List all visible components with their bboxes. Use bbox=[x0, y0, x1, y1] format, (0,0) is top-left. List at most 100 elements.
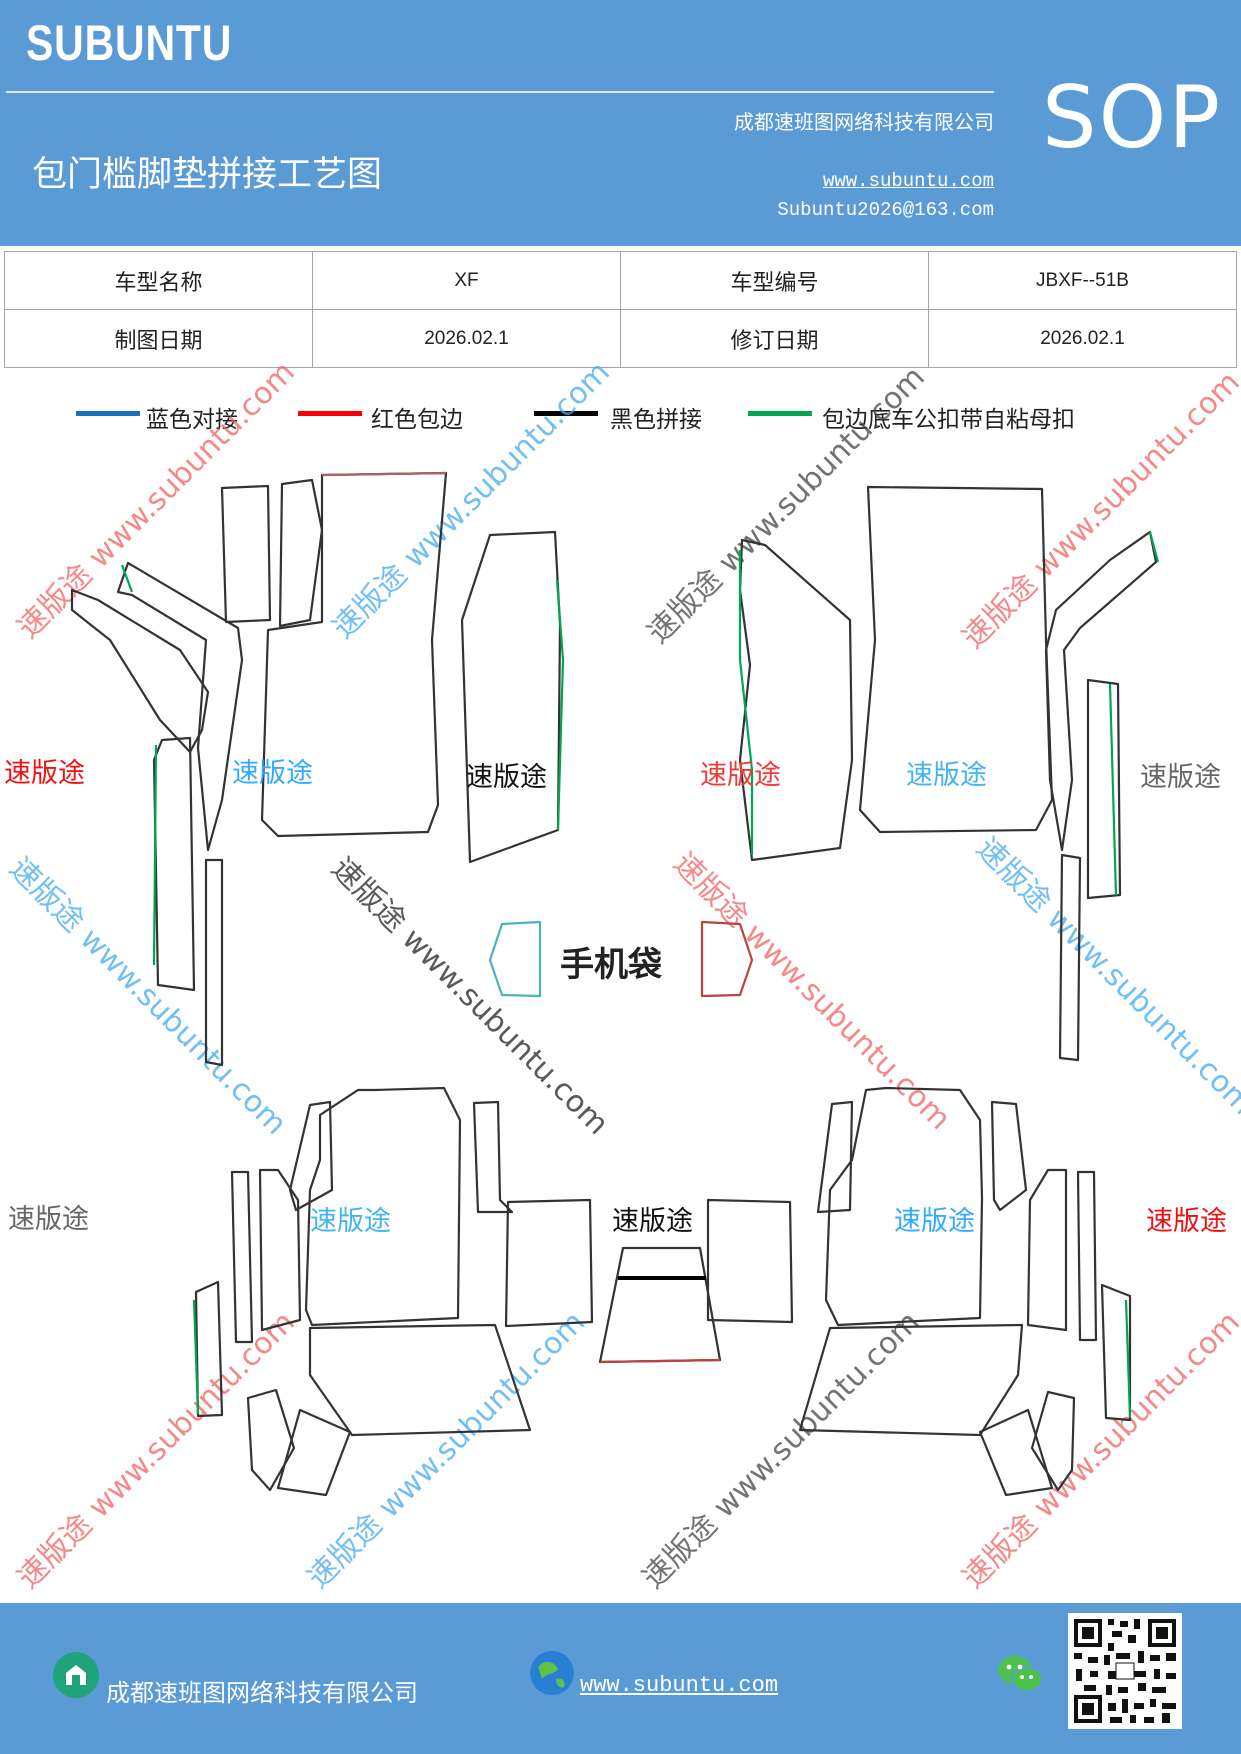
mat-piece bbox=[288, 1100, 334, 1212]
mat-piece bbox=[204, 858, 224, 1067]
info-table: 车型名称 XF 车型编号 JBXF--51B 制图日期 2026.02.1 修订… bbox=[4, 251, 1237, 368]
mat-piece bbox=[460, 530, 562, 864]
mat-piece bbox=[116, 561, 244, 852]
mat-piece bbox=[816, 1100, 854, 1214]
mat-piece bbox=[1108, 683, 1118, 896]
mat-piece bbox=[504, 1198, 594, 1328]
brand-label: 速版途 bbox=[700, 760, 781, 791]
mat-piece bbox=[1076, 1170, 1098, 1342]
svg-text:速版途: 速版途 bbox=[956, 567, 1044, 655]
svg-text:速版途: 速版途 bbox=[324, 851, 412, 939]
revise-date-value: 2026.02.1 bbox=[928, 309, 1237, 368]
brand-label: 速版途 bbox=[232, 758, 313, 789]
globe-icon bbox=[530, 1651, 574, 1695]
svg-text:速版途: 速版途 bbox=[11, 1507, 99, 1595]
wechat-icon bbox=[998, 1656, 1043, 1692]
mat-piece bbox=[258, 1168, 302, 1332]
watermark: 速版途 www.subuntu.com bbox=[641, 360, 932, 651]
svg-text:www.subuntu.com: www.subuntu.com bbox=[397, 355, 617, 575]
footer-company: 成都速班图网络科技有限公司 bbox=[106, 1679, 418, 1707]
legend-swatch-blue bbox=[76, 411, 140, 416]
svg-text:速版途: 速版途 bbox=[641, 562, 729, 650]
legend-label-red: 红色包边 bbox=[371, 407, 463, 433]
mat-piece bbox=[599, 1358, 721, 1364]
phone-pocket-right bbox=[700, 920, 754, 998]
mat-piece bbox=[1030, 1390, 1076, 1492]
mat-piece bbox=[308, 1323, 532, 1437]
legend: 蓝色对接 红色包边 黑色拼接 包边底车公扣带自粘母扣 bbox=[0, 400, 1241, 440]
phone-pocket-label: 手机袋 bbox=[560, 945, 662, 985]
svg-text:速版途: 速版途 bbox=[2, 851, 90, 939]
svg-text:速版途: 速版途 bbox=[301, 1507, 389, 1595]
mat-piece bbox=[321, 471, 447, 477]
mat-piece bbox=[1148, 531, 1160, 563]
model-name-value: XF bbox=[312, 251, 621, 310]
watermark: 速版途 www.subuntu.com bbox=[636, 1305, 927, 1596]
mat-piece bbox=[858, 485, 1054, 834]
mat-piece bbox=[738, 538, 854, 862]
mat-piece bbox=[824, 1086, 984, 1327]
header-email: Subuntu2026@163.com bbox=[777, 199, 994, 221]
page-title: 包门槛脚垫拼接工艺图 bbox=[32, 155, 383, 195]
mat-piece bbox=[276, 1408, 352, 1497]
svg-text:www.subuntu.com: www.subuntu.com bbox=[82, 1305, 302, 1525]
revise-date-label: 修订日期 bbox=[620, 309, 929, 368]
legend-swatch-red bbox=[298, 411, 362, 416]
table-row: 车型名称 XF 车型编号 JBXF--51B bbox=[4, 251, 1237, 310]
svg-text:www.subuntu.com: www.subuntu.com bbox=[712, 360, 932, 580]
legend-label-black: 黑色拼接 bbox=[610, 407, 702, 433]
watermark: 速版途 www.subuntu.com bbox=[324, 851, 615, 1142]
svg-text:速版途: 速版途 bbox=[969, 831, 1057, 919]
sop-badge: SOP bbox=[1042, 68, 1223, 168]
svg-text:速版途: 速版途 bbox=[11, 557, 99, 645]
mat-piece bbox=[246, 1388, 296, 1492]
mat-piece bbox=[978, 1408, 1054, 1497]
svg-text:速版途: 速版途 bbox=[956, 1507, 1044, 1595]
mat-piece bbox=[230, 1170, 254, 1344]
mat-piece bbox=[990, 1100, 1028, 1212]
table-row: 制图日期 2026.02.1 修订日期 2026.02.1 bbox=[4, 309, 1237, 368]
svg-text:速版途: 速版途 bbox=[666, 846, 754, 934]
svg-text:www.subuntu.com: www.subuntu.com bbox=[372, 1305, 592, 1525]
svg-text:速版途: 速版途 bbox=[326, 557, 414, 645]
shop-icon bbox=[53, 1652, 99, 1698]
brand-logo: SUBUNTU bbox=[26, 15, 233, 71]
brand-label: 速版途 bbox=[894, 1206, 975, 1237]
legend-swatch-green bbox=[748, 411, 812, 416]
model-code-label: 车型编号 bbox=[620, 251, 929, 310]
brand-label: 速版途 bbox=[1140, 762, 1221, 793]
header-website-link[interactable]: www.subuntu.com bbox=[822, 170, 994, 192]
mat-piece bbox=[555, 579, 565, 831]
brand-label: 速版途 bbox=[8, 1204, 89, 1235]
mat-piece bbox=[152, 744, 158, 966]
brand-label: 速版途 bbox=[310, 1206, 391, 1237]
mat-piece bbox=[1026, 1168, 1068, 1332]
mat-piece bbox=[1044, 530, 1158, 852]
mat-piece bbox=[192, 1299, 200, 1415]
mat-piece bbox=[1100, 1283, 1132, 1422]
footer: 成都速班图网络科技有限公司 www.subuntu.com bbox=[0, 1603, 1241, 1754]
mat-piece bbox=[798, 1323, 1024, 1437]
mat-piece bbox=[598, 1246, 722, 1364]
mat-piece bbox=[472, 1100, 514, 1214]
brand-label: 速版途 bbox=[906, 760, 987, 791]
qr-code[interactable] bbox=[1068, 1613, 1182, 1729]
watermark: 速版途 www.subuntu.com bbox=[326, 355, 617, 646]
model-code-value: JBXF--51B bbox=[928, 251, 1237, 310]
mat-piece bbox=[120, 564, 134, 593]
watermark: 速版途 www.subuntu.com bbox=[301, 1305, 592, 1596]
watermark: 速版途 www.subuntu.com bbox=[956, 1305, 1241, 1596]
mat-piece bbox=[220, 484, 272, 624]
watermark: 速版途 www.subuntu.com bbox=[969, 831, 1241, 1122]
svg-text:www.subuntu.com: www.subuntu.com bbox=[1027, 365, 1241, 585]
brand-label: 速版途 bbox=[1146, 1206, 1227, 1237]
draw-date-value: 2026.02.1 bbox=[312, 309, 621, 368]
legend-label-blue: 蓝色对接 bbox=[146, 407, 238, 433]
header-divider bbox=[6, 91, 994, 93]
watermark: 速版途 www.subuntu.com bbox=[11, 355, 302, 646]
footer-website-link[interactable]: www.subuntu.com bbox=[580, 1673, 779, 1698]
brand-label: 速版途 bbox=[4, 758, 85, 789]
svg-text:速版途: 速版途 bbox=[636, 1507, 724, 1595]
header-banner: SUBUNTU 成都速班图网络科技有限公司 包门槛脚垫拼接工艺图 www.sub… bbox=[0, 0, 1241, 246]
